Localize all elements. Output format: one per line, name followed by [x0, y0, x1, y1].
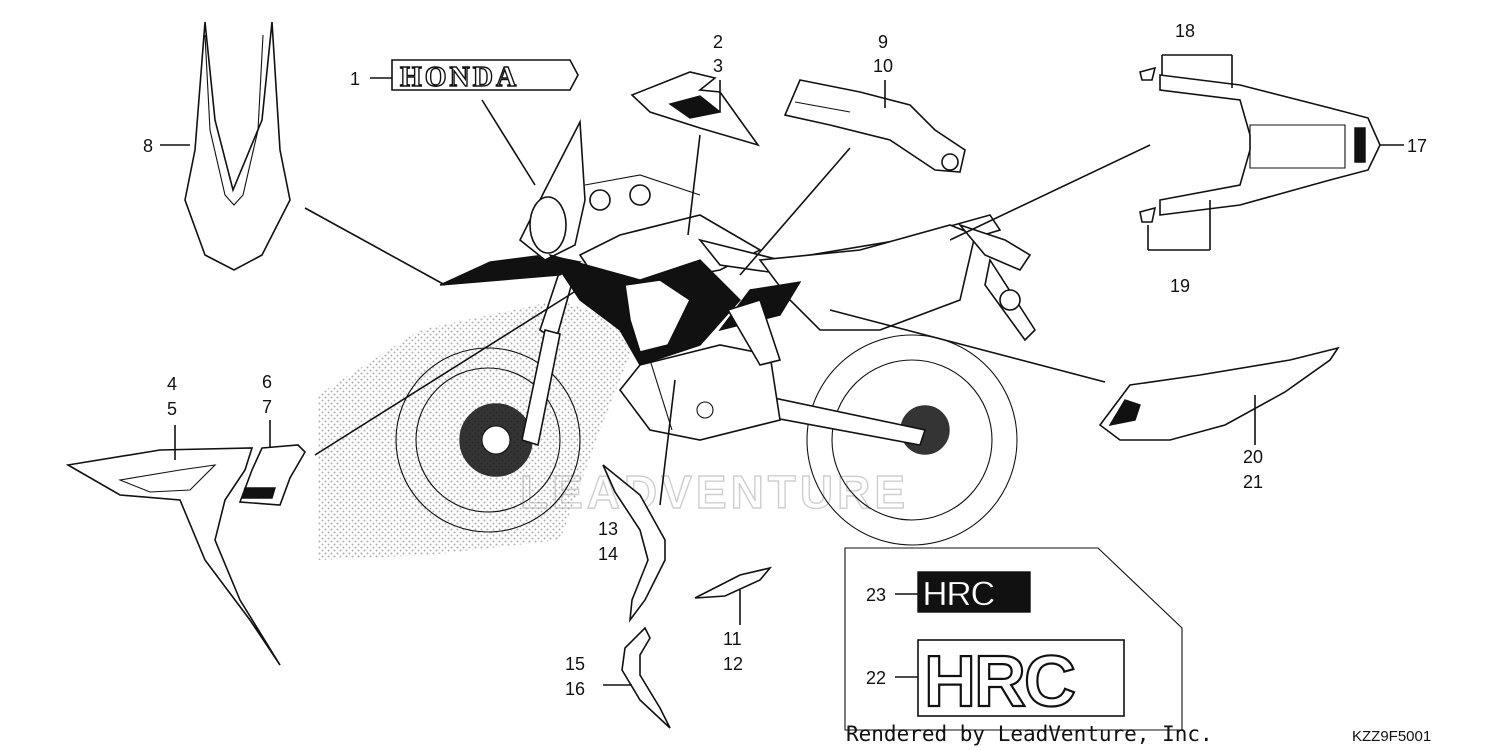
callout-3: 3 [713, 56, 723, 76]
front-fender [439, 254, 582, 286]
callout-14: 14 [598, 544, 618, 564]
callout-labels: 1 2 3 4 5 6 7 8 9 10 11 12 13 14 15 16 1… [143, 21, 1427, 699]
callout-5: 5 [167, 399, 177, 419]
callout-11: 11 [723, 629, 742, 649]
front-wheel [395, 347, 581, 533]
part-20-21-side-panel-decal [1098, 346, 1340, 441]
hrc-small-text: HRC [922, 573, 996, 614]
part-2-3-tank-decal [630, 71, 761, 147]
leader-lines [160, 54, 1404, 686]
engine [618, 344, 781, 441]
part-13-14-guard-decal [602, 464, 666, 623]
callout-13: 13 [598, 519, 618, 539]
rear-wheel [806, 334, 1018, 546]
hrc-large-text: HRC [924, 642, 1075, 722]
part-6-7-shroud-small-decal [238, 444, 306, 506]
callout-1: 1 [350, 69, 360, 89]
callout-22: 22 [866, 668, 886, 688]
part-4-5-shroud-decal [65, 447, 281, 666]
callout-9: 9 [878, 32, 888, 52]
callout-16: 16 [565, 679, 585, 699]
callout-2: 2 [713, 32, 723, 52]
callout-23: 23 [866, 585, 886, 605]
callout-12: 12 [723, 654, 743, 674]
diagram-code: KZZ9F5001 [1352, 728, 1431, 745]
part-1-honda-logo: HONDA [391, 59, 579, 94]
callout-7: 7 [262, 397, 272, 417]
honda-logo-text: HONDA [400, 62, 519, 93]
part-9-10-shroud-decal [783, 79, 966, 173]
part-11-12-stripe-decal [694, 566, 773, 599]
motorcycle-outline [395, 119, 1037, 546]
hrc-decal-box [844, 547, 1183, 731]
part-15-16-lower-guard-decal [621, 626, 671, 729]
callout-6: 6 [262, 372, 272, 392]
callout-4: 4 [167, 374, 177, 394]
part-22-hrc-large-logo: HRC [917, 639, 1125, 723]
callout-8: 8 [143, 136, 153, 156]
part-17-rear-cowl-decal [1139, 66, 1381, 223]
callout-19: 19 [1170, 276, 1190, 296]
part-8-front-fender-decal [184, 21, 291, 271]
callout-21: 21 [1243, 472, 1263, 492]
callout-20: 20 [1243, 447, 1263, 467]
part-23-hrc-small-logo: HRC [917, 571, 1031, 615]
callout-10: 10 [873, 56, 893, 76]
callout-17: 17 [1407, 136, 1427, 156]
footer-credit: Rendered by LeadVenture, Inc. [846, 722, 1213, 746]
callout-15: 15 [565, 654, 585, 674]
callout-18: 18 [1175, 21, 1195, 41]
